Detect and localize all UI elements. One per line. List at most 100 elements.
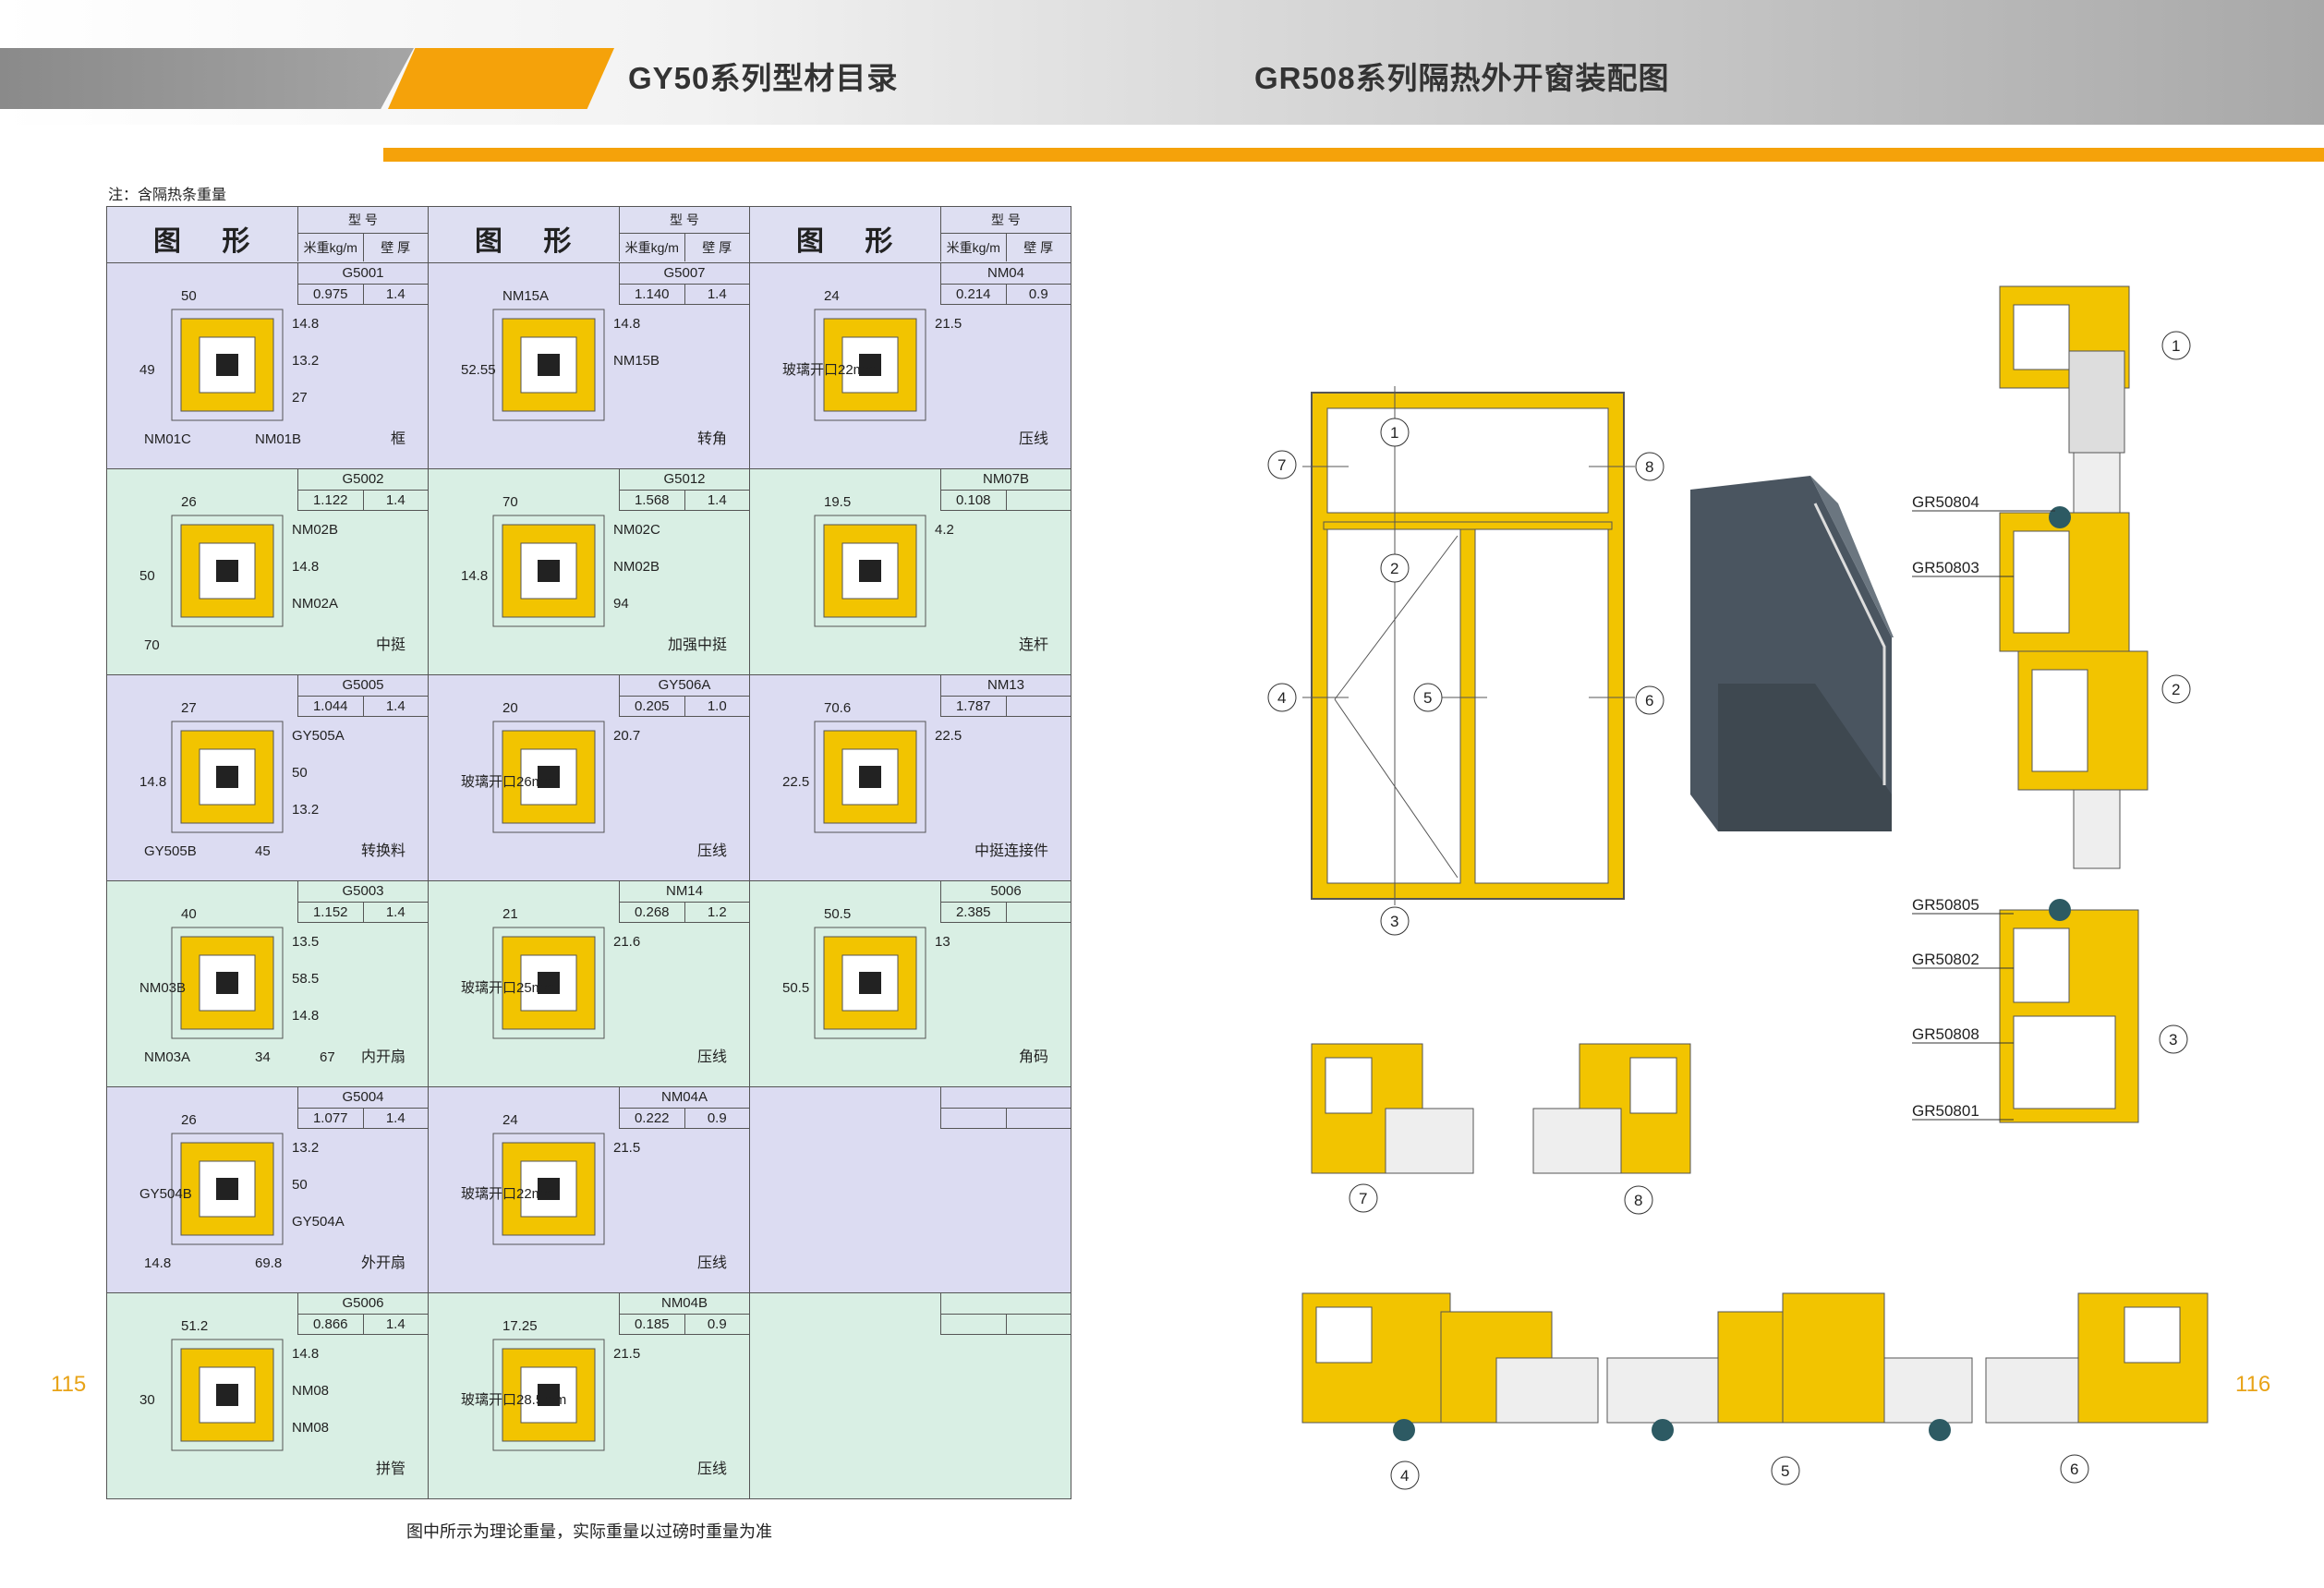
profile-shape: [814, 721, 926, 833]
dim-label: 13.5: [292, 934, 319, 950]
weight-value: 0.214: [955, 286, 991, 302]
vertical-section: [1999, 285, 2148, 1123]
part-label-gr50803: GR50803: [1912, 559, 2014, 577]
dim-label: 21.5: [613, 1140, 640, 1156]
dim-label: 50: [292, 765, 308, 781]
weight-value: 0.866: [312, 1316, 348, 1332]
profile-name: 中挺: [375, 637, 405, 653]
profile-name: 角码: [1018, 1049, 1048, 1065]
dim-label: 14.8: [292, 1008, 319, 1024]
thickness-value: [1005, 1315, 1071, 1334]
model-code: G5006: [298, 1294, 428, 1315]
profile-shape: [814, 309, 926, 421]
svg-text:5: 5: [1781, 1462, 1789, 1480]
dim-label: 94: [613, 596, 629, 612]
thickness-value: 1.4: [362, 1109, 428, 1128]
svg-text:6: 6: [1645, 692, 1653, 709]
callout-3: 3: [1380, 906, 1410, 936]
dim-label: 13: [935, 934, 950, 950]
weight-label: 米重kg/m: [303, 240, 357, 255]
model-label: 型 号: [670, 212, 699, 227]
dim-label: 20: [502, 700, 518, 716]
profile-shape: [492, 515, 605, 627]
profile-shape: [492, 1339, 605, 1451]
header-orange-band: [388, 48, 614, 109]
thickness-value: 1.4: [362, 285, 428, 304]
callout-1b: 1: [2161, 331, 2191, 360]
dim-label: 14.8: [292, 316, 319, 332]
svg-text:5: 5: [1423, 689, 1432, 707]
model-code: G5002: [298, 470, 428, 491]
dim-label: 14.8: [292, 559, 319, 575]
thickness-value: [1005, 1109, 1071, 1128]
page-number-left: 115: [51, 1372, 87, 1397]
callout-1: 1: [1380, 418, 1410, 447]
profile-cell-4-2: [749, 1086, 1071, 1293]
model-label: 型 号: [348, 212, 378, 227]
callout-8: 8: [1635, 452, 1664, 481]
thickness-value: [1005, 697, 1071, 716]
model-label: 型 号: [991, 212, 1021, 227]
dim-label: 14.8: [144, 1255, 171, 1271]
dim-label: GY505A: [292, 728, 345, 744]
dim-label: 50: [139, 568, 155, 584]
dim-label: 30: [139, 1392, 155, 1408]
dim-label: 13.2: [292, 1140, 319, 1156]
weight-value: 0.222: [634, 1110, 670, 1126]
profile-shape: [171, 1339, 284, 1451]
weight-value: 0.108: [955, 492, 991, 508]
callout-6: 6: [1635, 685, 1664, 715]
dim-label: NM15B: [613, 353, 660, 369]
thickness-value: 0.9: [1005, 285, 1071, 304]
part-label-gr50801: GR50801: [1912, 1102, 2014, 1121]
dim-label: 49: [139, 362, 155, 378]
dim-label: 19.5: [824, 494, 851, 510]
dim-label: 50.5: [824, 906, 851, 922]
part-label-gr50805: GR50805: [1912, 896, 2014, 915]
dim-label: GY505B: [144, 843, 197, 859]
dim-label: 21.6: [613, 934, 640, 950]
dim-label: NM02C: [613, 522, 660, 538]
detail-7-8: [1311, 1043, 1691, 1174]
dim-label: 24: [824, 288, 840, 304]
dim-label: GY504B: [139, 1186, 192, 1202]
dim-label: 22.5: [782, 774, 809, 790]
model-code: G5005: [298, 676, 428, 697]
profile-shape: [171, 927, 284, 1039]
svg-text:2: 2: [1390, 560, 1398, 577]
dim-label: NM02B: [292, 522, 338, 538]
dim-label: 13.2: [292, 802, 319, 818]
profile-shape: [492, 927, 605, 1039]
dim-label: 22.5: [935, 728, 962, 744]
profile-name: 压线: [696, 1049, 727, 1065]
thickness-label: 壁 厚: [1005, 234, 1071, 261]
left-page-title: GY50系列型材目录: [628, 61, 899, 95]
part-label-gr50808: GR50808: [1912, 1025, 2014, 1044]
dim-label: 50.5: [782, 980, 809, 996]
svg-text:4: 4: [1400, 1467, 1409, 1485]
profile-shape: [492, 1133, 605, 1245]
svg-text:3: 3: [2169, 1031, 2177, 1049]
thickness-value: 1.4: [684, 285, 749, 304]
page-number-right: 116: [2235, 1372, 2271, 1397]
header-divider: [383, 148, 2324, 162]
dim-label: 14.8: [613, 316, 640, 332]
dim-label: 70: [502, 494, 518, 510]
spec-box: [940, 1087, 1071, 1129]
